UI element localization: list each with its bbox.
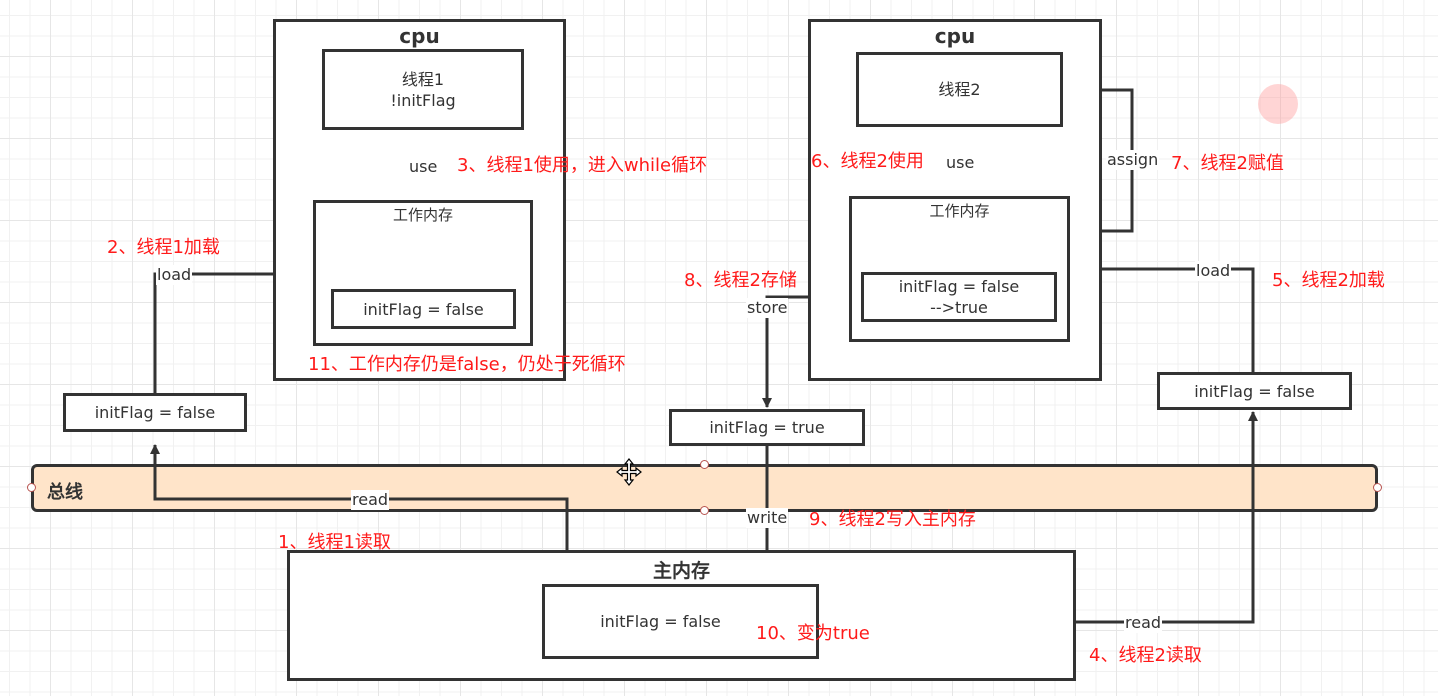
annotation-step-2: 2、线程1加载 — [107, 237, 220, 258]
cpu1-initflag-value: initFlag = false — [363, 299, 484, 319]
bus[interactable]: 总线 — [31, 464, 1378, 512]
transit-left-value: initFlag = false — [94, 403, 216, 422]
transit-right-value: initFlag = false — [1194, 381, 1315, 401]
label-load-thread2: load — [1195, 261, 1232, 281]
cpu1-title: cpu — [399, 24, 440, 48]
thread2-label: 线程2 — [938, 80, 981, 99]
transit-middle-value: initFlag = true — [709, 418, 825, 437]
cpu2-initflag-box[interactable]: initFlag = false -->true — [861, 272, 1057, 322]
annotation-step-3: 3、线程1使用，进入while循环 — [457, 155, 708, 176]
thread1-label: 线程1 — [401, 69, 445, 89]
annotation-step-8: 8、线程2存储 — [684, 270, 797, 291]
label-use-thread2: use — [945, 153, 976, 173]
transit-box-middle[interactable]: initFlag = true — [669, 409, 865, 446]
cpu2-title: cpu — [934, 24, 976, 48]
annotation-step-10: 10、变为true — [756, 623, 870, 644]
annotation-step-7: 7、线程2赋值 — [1171, 153, 1284, 174]
thread1-condition: !initFlag — [390, 90, 456, 110]
transit-box-left[interactable]: initFlag = false — [63, 393, 247, 432]
bus-handle-left[interactable] — [27, 483, 36, 492]
thread2-box[interactable]: 线程2 — [856, 52, 1063, 127]
annotation-step-11: 11、工作内存仍是false，仍处于死循环 — [308, 354, 626, 375]
main-memory-initflag-box[interactable]: initFlag = false — [542, 584, 819, 659]
label-write: write — [746, 508, 789, 528]
bus-label: 总线 — [47, 482, 83, 503]
cpu2-initflag-new-value: -->true — [930, 298, 988, 317]
label-use-thread1: use — [408, 157, 439, 177]
label-assign: assign — [1106, 150, 1160, 170]
bus-handle-right[interactable] — [1373, 483, 1382, 492]
label-read-thread1: read — [351, 490, 390, 510]
cpu2-initflag-value: initFlag = false — [898, 277, 1020, 296]
cpu1-working-memory-title: 工作内存 — [392, 206, 453, 224]
label-store: store — [746, 298, 789, 318]
label-read-thread2: read — [1124, 613, 1163, 633]
cpu2-working-memory-title: 工作内存 — [929, 202, 990, 220]
annotation-step-4: 4、线程2读取 — [1089, 645, 1202, 666]
move-cursor-icon — [616, 458, 642, 486]
main-memory-initflag-value: initFlag = false — [600, 612, 721, 631]
cpu1-initflag-box[interactable]: initFlag = false — [331, 289, 516, 329]
transit-box-right[interactable]: initFlag = false — [1157, 372, 1352, 410]
label-load-thread1: load — [156, 265, 193, 285]
annotation-step-1: 1、线程1读取 — [278, 532, 391, 553]
annotation-step-5: 5、线程2加载 — [1272, 270, 1385, 291]
thread1-box[interactable]: 线程1 !initFlag — [322, 49, 524, 130]
annotation-step-6: 6、线程2使用 — [811, 151, 924, 172]
cursor-highlight — [1258, 84, 1298, 124]
annotation-step-9: 9、线程2写入主内存 — [809, 509, 976, 530]
main-memory-title: 主内存 — [652, 560, 710, 582]
bus-handle-top[interactable] — [700, 460, 709, 469]
bus-handle-bottom[interactable] — [700, 506, 709, 515]
